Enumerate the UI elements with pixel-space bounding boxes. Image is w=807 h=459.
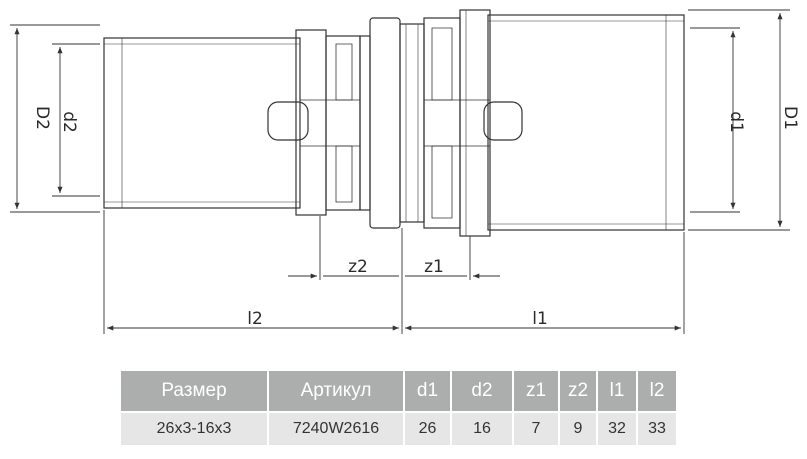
header-l1: l1: [598, 371, 636, 411]
dim-label-D1: D1: [780, 106, 800, 130]
table-row: 26x3-16x3 7240W2616 26 16 7 9 32 33: [121, 413, 676, 445]
cell-z2: 9: [560, 413, 596, 445]
cell-d1: 26: [405, 413, 450, 445]
dim-label-D2: D2: [32, 106, 52, 130]
table-header-row: Размер Артикул d1 d2 z1 z2 l1 l2: [121, 371, 676, 411]
dimension-lines: [10, 9, 790, 334]
dim-label-z2: z2: [348, 257, 368, 277]
cell-z1: 7: [514, 413, 558, 445]
fitting-body: [103, 9, 685, 237]
dim-label-d2: d2: [59, 111, 79, 133]
spec-table: Размер Артикул d1 d2 z1 z2 l1 l2 26x3-16…: [119, 369, 678, 447]
dim-label-z1: z1: [424, 257, 444, 277]
dim-label-l1: l1: [532, 309, 548, 329]
header-d2: d2: [452, 371, 512, 411]
header-size: Размер: [121, 371, 267, 411]
header-d1: d1: [405, 371, 450, 411]
header-article: Артикул: [269, 371, 403, 411]
cell-size: 26x3-16x3: [121, 413, 267, 445]
cell-article: 7240W2616: [269, 413, 403, 445]
fitting-drawing: D2 d2 d1 D1 z2 z1 l2 l1: [10, 9, 800, 334]
header-z2: z2: [560, 371, 596, 411]
cell-l2: 33: [638, 413, 676, 445]
cell-d2: 16: [452, 413, 512, 445]
header-z1: z1: [514, 371, 558, 411]
dim-label-d1: d1: [726, 111, 746, 133]
cell-l1: 32: [598, 413, 636, 445]
header-l2: l2: [638, 371, 676, 411]
dim-label-l2: l2: [247, 309, 263, 329]
